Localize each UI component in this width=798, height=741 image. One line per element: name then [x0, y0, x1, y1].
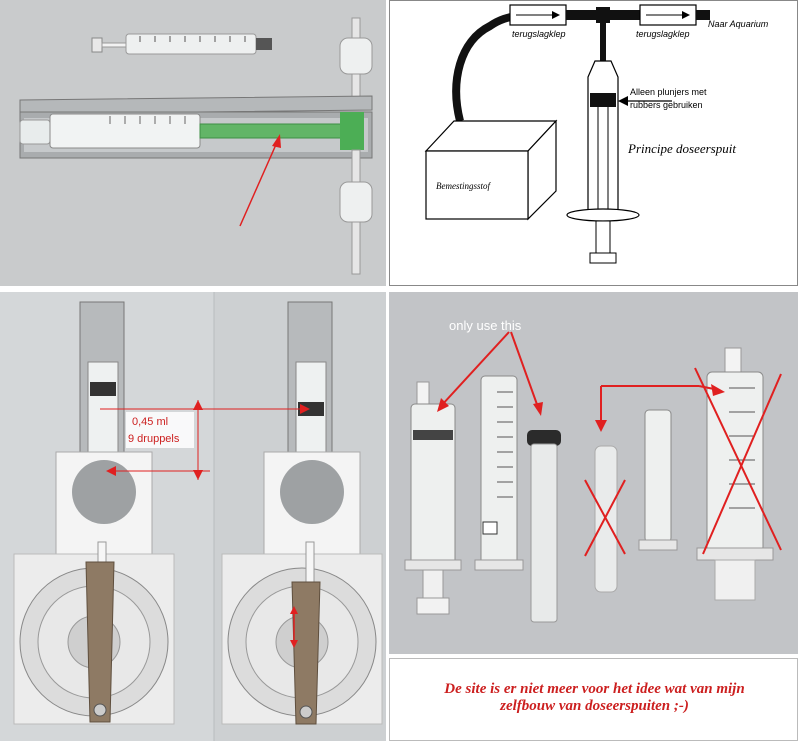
principle-diagram-drawing: terugslagklep terugslagklep Naar Aquariu…	[424, 4, 769, 264]
small-syringe	[91, 33, 272, 55]
syringe-6	[696, 347, 774, 601]
syringe-2	[474, 375, 524, 571]
syringes-photo: only use this	[389, 292, 798, 654]
label-check-valve-left: terugslagklep	[512, 29, 566, 39]
syringe-1	[404, 381, 462, 615]
drops-label: 9 druppels	[128, 433, 180, 445]
left-assembly	[13, 301, 175, 725]
footer-note: De site is er niet meer voor het idee wa…	[390, 681, 797, 715]
label-fertilizer-box: Bemestingsstof	[436, 181, 491, 191]
only-use-this-callout: only use this	[449, 318, 522, 333]
check-valve-bottom	[339, 149, 373, 275]
footer-note-line2: zelfbouw van doseerspuiten ;-)	[500, 698, 689, 714]
rubber-plunger	[527, 430, 561, 623]
dosing-timer-photo: 0,45 ml 9 druppels	[0, 292, 386, 741]
large-syringe	[19, 112, 364, 150]
red-annotations	[440, 331, 782, 557]
dosing-timer-illustration: 0,45 ml 9 druppels	[0, 292, 386, 741]
syringe-5	[638, 409, 678, 551]
red-arrow	[239, 134, 281, 227]
label-principle-title: Principe doseerspuit	[627, 141, 736, 156]
label-rubber-note-line2: rubbers gebruiken	[630, 100, 703, 110]
measurement-annotation	[100, 400, 306, 480]
syringe-holder-photo	[0, 0, 386, 286]
footer-note-box: De site is er niet meer voor het idee wa…	[389, 658, 798, 741]
footer-note-line1: De site is er niet meer voor het idee wa…	[444, 681, 745, 697]
syringe-holder-illustration	[19, 17, 373, 275]
principle-diagram: terugslagklep terugslagklep Naar Aquariu…	[389, 0, 798, 286]
volume-label: 0,45 ml	[132, 416, 168, 428]
check-valve-top	[339, 17, 373, 105]
syringes-illustration: only use this	[404, 318, 782, 623]
label-to-aquarium: Naar Aquarium	[708, 19, 769, 29]
label-check-valve-right: terugslagklep	[636, 29, 690, 39]
label-rubber-note-line1: Alleen plunjers met	[630, 87, 707, 97]
right-assembly	[221, 301, 383, 725]
